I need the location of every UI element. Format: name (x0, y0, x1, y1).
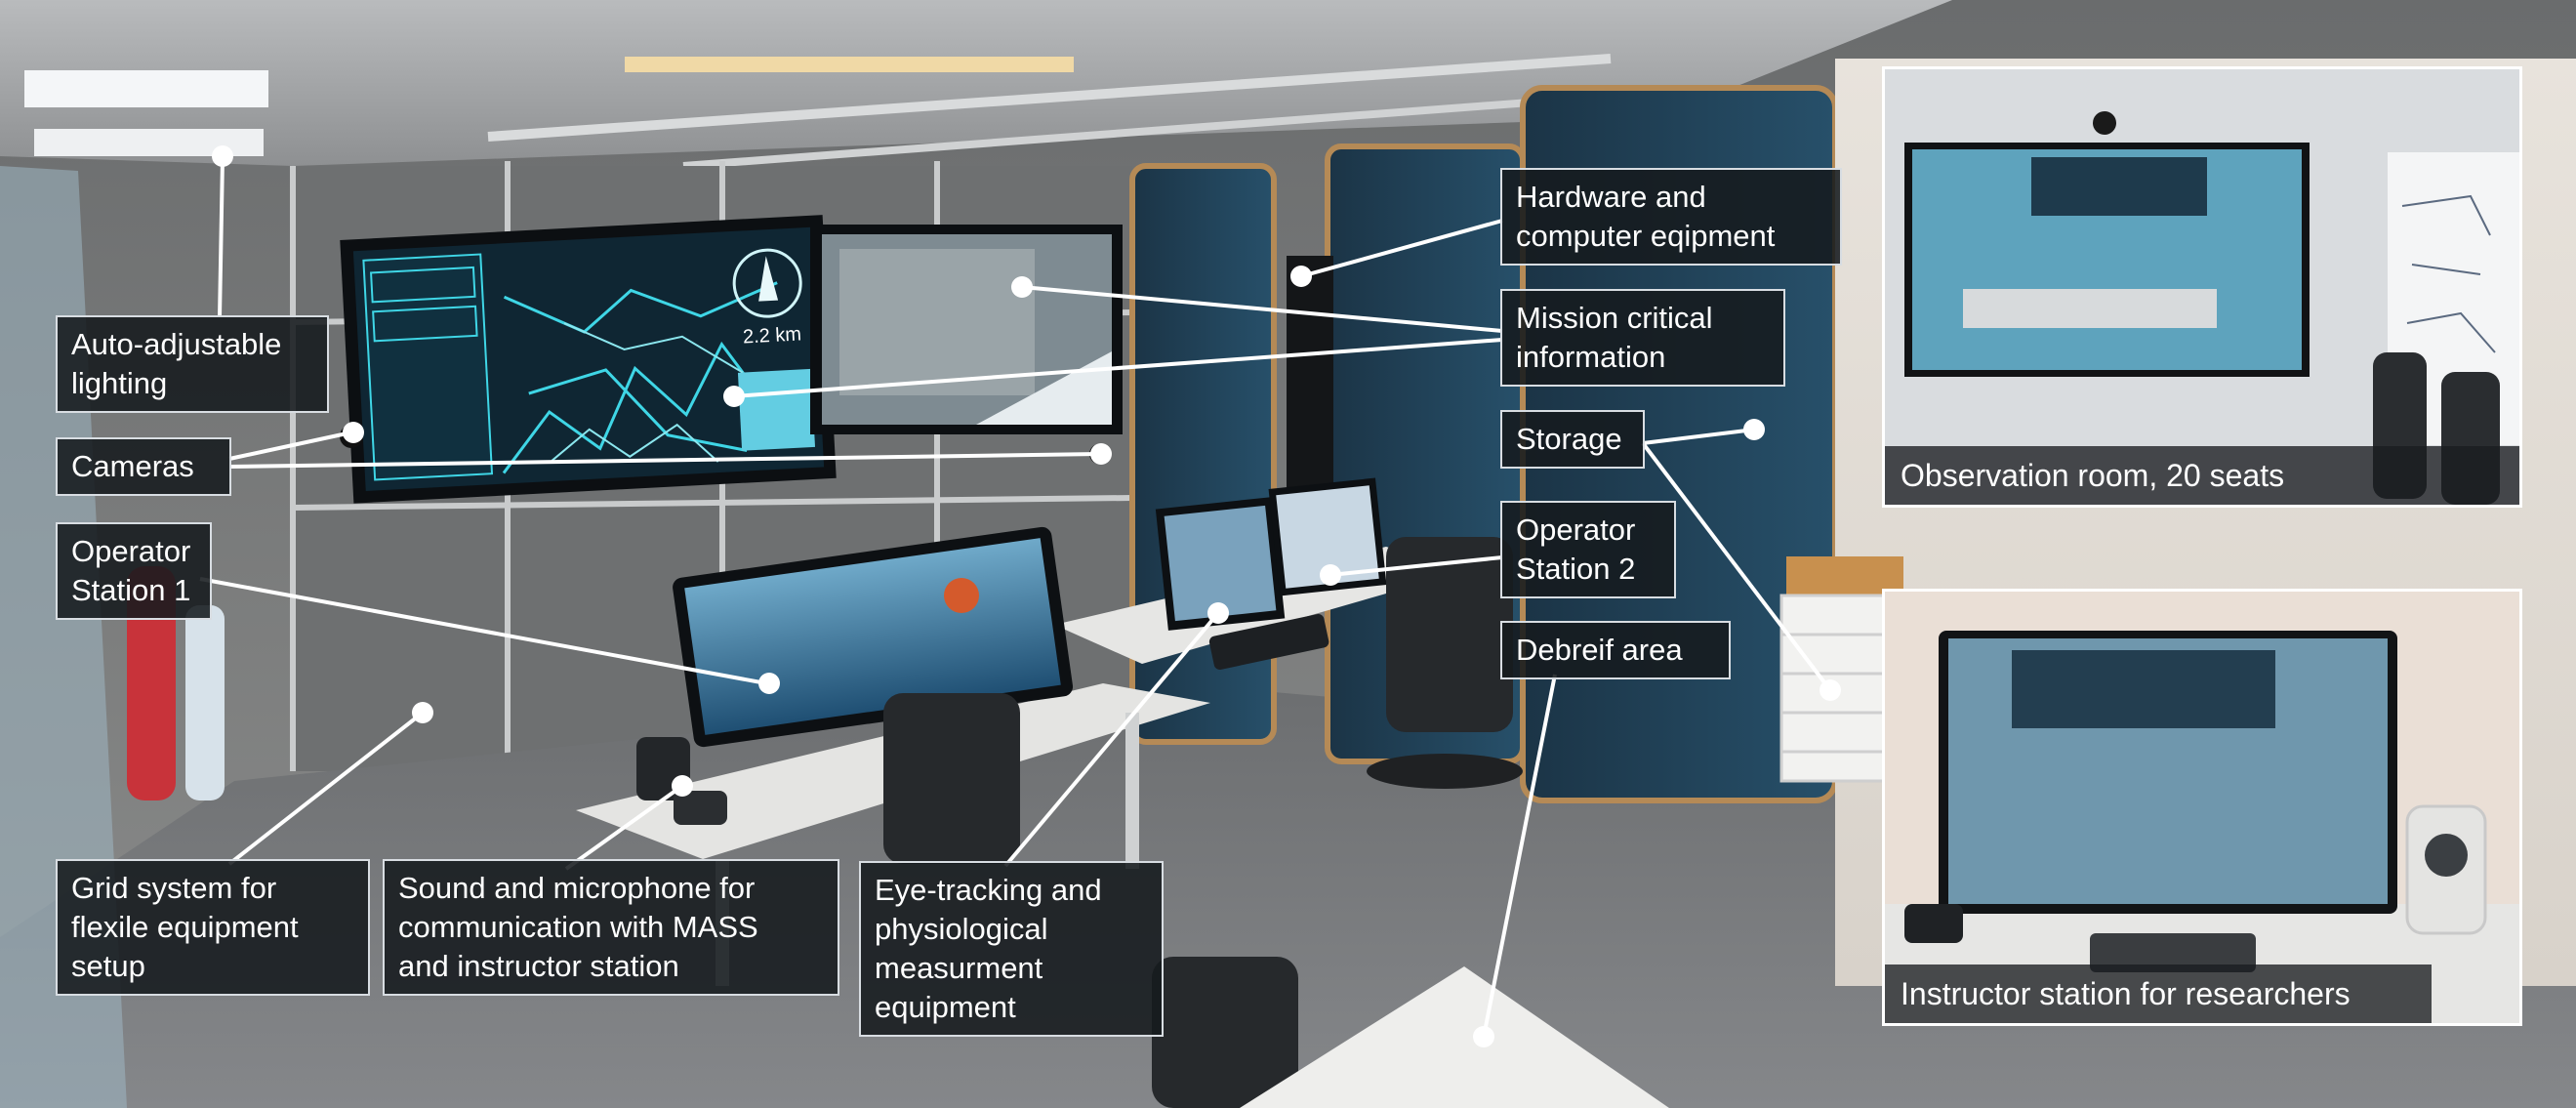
compass-icon (732, 248, 802, 318)
distance-readout: 2.2 km (742, 323, 801, 348)
ceiling (0, 0, 1952, 166)
label-operator-station-2: Operator Station 2 (1500, 501, 1676, 598)
caption-instructor-station: Instructor station for researchers (1885, 964, 2432, 1023)
ceiling-rail (487, 54, 1612, 142)
speaker-cone (2425, 834, 2468, 877)
storage-cabinet (1779, 594, 1886, 783)
observation-tv-desk (1963, 289, 2217, 328)
monitor-station-2a-screen (1164, 505, 1277, 622)
instructor-keyboard (2090, 933, 2256, 972)
whiteboard-sketch (2401, 194, 2496, 353)
chair-base (1367, 754, 1523, 789)
inset-instructor-station: Instructor station for researchers (1882, 589, 2522, 1026)
leader-lines (199, 157, 1832, 1038)
label-eye-tracking: Eye-tracking and physiological measurmen… (859, 861, 1164, 1037)
caption-observation-room: Observation room, 20 seats (1885, 446, 2519, 505)
camera-icon-observation (2093, 111, 2116, 135)
label-hardware: Hardware and computer eqipment (1500, 168, 1842, 266)
label-mission-critical: Mission critical information (1500, 289, 1785, 387)
camera-view-building (839, 249, 1035, 395)
label-debrief-area: Debreif area (1500, 621, 1731, 679)
chair-icon (883, 537, 1513, 1108)
observation-tv-inner-screens (2031, 157, 2207, 216)
ceiling-rail-2 (682, 89, 1660, 170)
instructor-microphone (1904, 904, 1963, 943)
label-cameras: Cameras (56, 437, 231, 496)
instructor-monitor-inner (2012, 650, 2275, 728)
station-1-emblem (944, 578, 979, 613)
label-storage: Storage (1500, 410, 1645, 469)
label-auto-adjustable-lighting: Auto-adjustable lighting (56, 315, 329, 413)
leader-dots (212, 145, 1841, 1047)
storage-drawers (1781, 633, 1884, 754)
microphone-base (674, 791, 727, 825)
label-operator-station-1: Operator Station 1 (56, 522, 212, 620)
label-sound-microphone: Sound and microphone for communication w… (383, 859, 839, 996)
ceiling-light-center (625, 57, 1074, 72)
debrief-table (1240, 966, 1669, 1108)
ceiling-light-left (24, 70, 268, 107)
glass-bottle (185, 605, 225, 800)
keyboard-station-2 (1208, 614, 1329, 670)
monitor-station-2b-screen (1276, 485, 1379, 589)
monitor-map-screen (352, 226, 825, 491)
fire-extinguisher (127, 566, 176, 800)
inset-observation-room: Observation room, 20 seats (1882, 66, 2522, 508)
label-grid-system: Grid system for flexile equipment setup (56, 859, 370, 996)
